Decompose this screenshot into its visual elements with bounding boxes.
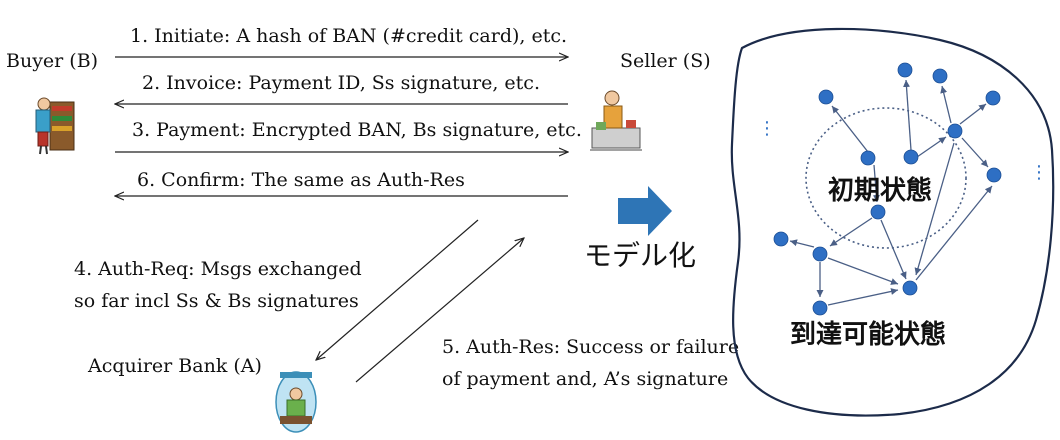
message-confirm: 6. Confirm: The same as Auth-Res bbox=[137, 169, 465, 191]
modeling-label: モデル化 bbox=[584, 239, 697, 272]
message-auth-req-line2: so far incl Ss & Bs signatures bbox=[74, 290, 359, 312]
acquirer-figure bbox=[275, 371, 317, 433]
state-node-bottom bbox=[812, 300, 828, 316]
ellipsis-right: ⋮ bbox=[1030, 162, 1048, 183]
arrow-auth-res bbox=[355, 238, 524, 383]
buyer-figure bbox=[35, 97, 75, 155]
state-node-n-up bbox=[818, 89, 834, 105]
message-auth-res-line2: of payment and, A’s signature bbox=[442, 368, 729, 390]
message-payment: 3. Payment: Encrypted BAN, Bs signature,… bbox=[132, 119, 582, 141]
seller-label: Seller (S) bbox=[620, 50, 711, 72]
initial-state-region bbox=[805, 107, 967, 249]
edge-bottomright-to-right bbox=[915, 185, 993, 281]
state-node-center-left bbox=[860, 150, 876, 166]
edge-mid-to-bottomright bbox=[914, 142, 955, 276]
state-node-top bbox=[897, 62, 913, 78]
reachable-states-label: 到達可能状態 bbox=[790, 320, 947, 350]
state-node-far-left bbox=[773, 231, 789, 247]
acquirer-label: Acquirer Bank (A) bbox=[88, 355, 262, 377]
modeling-arrow-shape bbox=[618, 186, 672, 236]
buyer-label: Buyer (B) bbox=[6, 50, 99, 72]
edge-bottom-to-bottomright bbox=[827, 288, 899, 306]
edge-center-to-n-up bbox=[831, 105, 869, 153]
edge-left-to-farleft bbox=[789, 239, 815, 248]
edge-center-to-top bbox=[903, 79, 912, 151]
edge-mid-to-right bbox=[961, 137, 989, 168]
edge-mid-to-upright bbox=[959, 103, 987, 125]
initial-state-label: 初期状態 bbox=[828, 176, 933, 206]
ellipsis-left: ⋮ bbox=[758, 118, 776, 139]
state-node-lower bbox=[870, 204, 886, 220]
state-node-right bbox=[986, 167, 1002, 183]
edge-lower-to-bottomright bbox=[880, 219, 907, 280]
seller-figure bbox=[590, 90, 642, 151]
message-auth-req-line1: 4. Auth-Req: Msgs exchanged bbox=[74, 258, 362, 280]
state-node-mid bbox=[947, 123, 963, 139]
state-node-left bbox=[812, 246, 828, 262]
message-initiate: 1. Initiate: A hash of BAN (#credit card… bbox=[130, 25, 568, 47]
edge-left-to-bottomright bbox=[827, 257, 899, 285]
state-node-top-right bbox=[932, 68, 948, 84]
edge-lower-to-left bbox=[829, 217, 873, 247]
edge-mid-to-top bbox=[940, 85, 952, 124]
message-invoice: 2. Invoice: Payment ID, Ss signature, et… bbox=[142, 72, 540, 94]
state-node-upright bbox=[985, 90, 1001, 106]
state-node-bottom-right bbox=[902, 280, 918, 296]
edge-center-to-mid bbox=[916, 136, 947, 158]
state-node-center bbox=[903, 149, 919, 165]
arrow-auth-req bbox=[316, 219, 479, 360]
state-space-outline bbox=[730, 27, 1055, 417]
message-auth-res-line1: 5. Auth-Res: Success or failure bbox=[442, 336, 740, 358]
edge-center-to-lower bbox=[872, 164, 880, 203]
